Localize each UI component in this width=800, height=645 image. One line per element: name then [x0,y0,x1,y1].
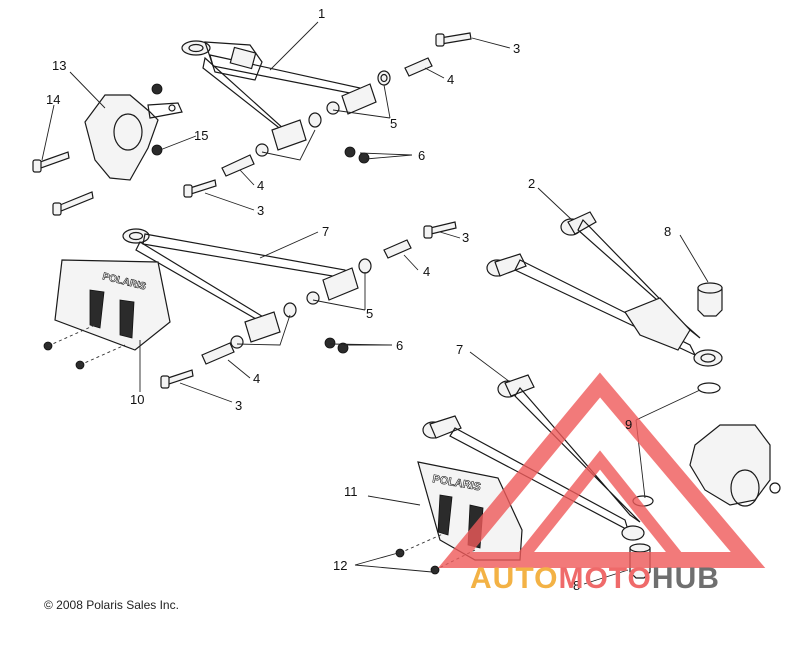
callout-3: 3 [462,230,469,245]
bushings-upper [221,57,433,177]
bolts [32,32,472,389]
callout-4: 4 [253,371,260,386]
callout-14: 14 [46,92,60,107]
brand-auto: AUTO [470,562,559,595]
callout-6: 6 [418,148,425,163]
callout-4: 4 [257,178,264,193]
upper-a-arm-right [486,211,723,367]
callout-15: 15 [194,128,208,143]
callout-13: 13 [52,58,66,73]
arm-guard-right: POLARIS [417,461,523,561]
callout-5: 5 [366,306,373,321]
guard-fasteners [43,324,476,575]
lower-a-arm-right [422,374,645,541]
leader-lines [41,21,709,585]
callout-8: 8 [664,224,671,239]
callout-11: 11 [344,484,358,499]
callout-4: 4 [423,264,430,279]
watermark-logo [437,372,766,568]
callout-4: 4 [447,72,454,87]
callout-3: 3 [257,203,264,218]
callout-6: 6 [396,338,403,353]
callout-2: 2 [528,176,535,191]
brand-moto: MOTO [558,562,652,595]
upper-a-arm-left [181,40,367,139]
spindle-left [84,94,183,181]
watermark-brand: AUTOMOTOHUB [470,562,720,596]
brand-hub: HUB [651,562,720,595]
arm-guard-left: POLARIS [54,259,171,351]
callout-1: 1 [318,6,325,21]
callout-numbers: 1 3 4 5 6 4 3 13 14 15 2 8 7 3 4 5 6 7 4… [46,6,671,593]
callout-8: 8 [573,578,580,593]
callout-7: 7 [456,342,463,357]
nuts [151,83,370,354]
callout-10: 10 [130,392,144,407]
callout-9: 9 [625,417,632,432]
callout-5: 5 [390,116,397,131]
callout-3: 3 [235,398,242,413]
copyright-text: © 2008 Polaris Sales Inc. [44,598,179,612]
callout-12: 12 [333,558,347,573]
spindle-right [689,424,781,507]
callout-7: 7 [322,224,329,239]
callout-3: 3 [513,41,520,56]
